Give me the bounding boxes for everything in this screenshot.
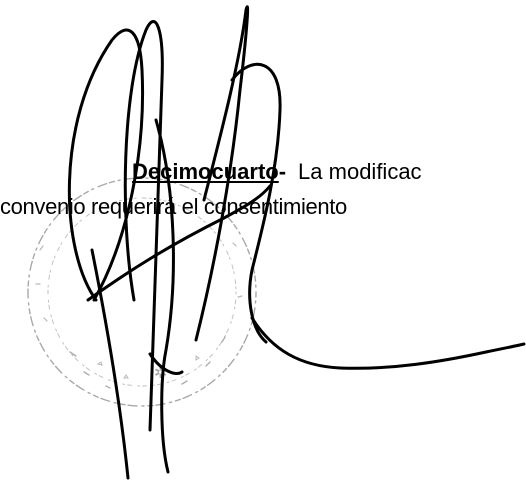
clause-line-2: convenio requerirá el consentimiento <box>0 194 347 220</box>
clause-heading: Decimocuarto <box>132 159 279 184</box>
clause-line-1: Decimocuarto-La modificac <box>132 159 422 185</box>
clause-dash: - <box>278 159 287 184</box>
clause-line-2-text: convenio requerirá el consentimiento <box>0 194 347 219</box>
clause-line-1-text: La modificac <box>298 159 422 184</box>
